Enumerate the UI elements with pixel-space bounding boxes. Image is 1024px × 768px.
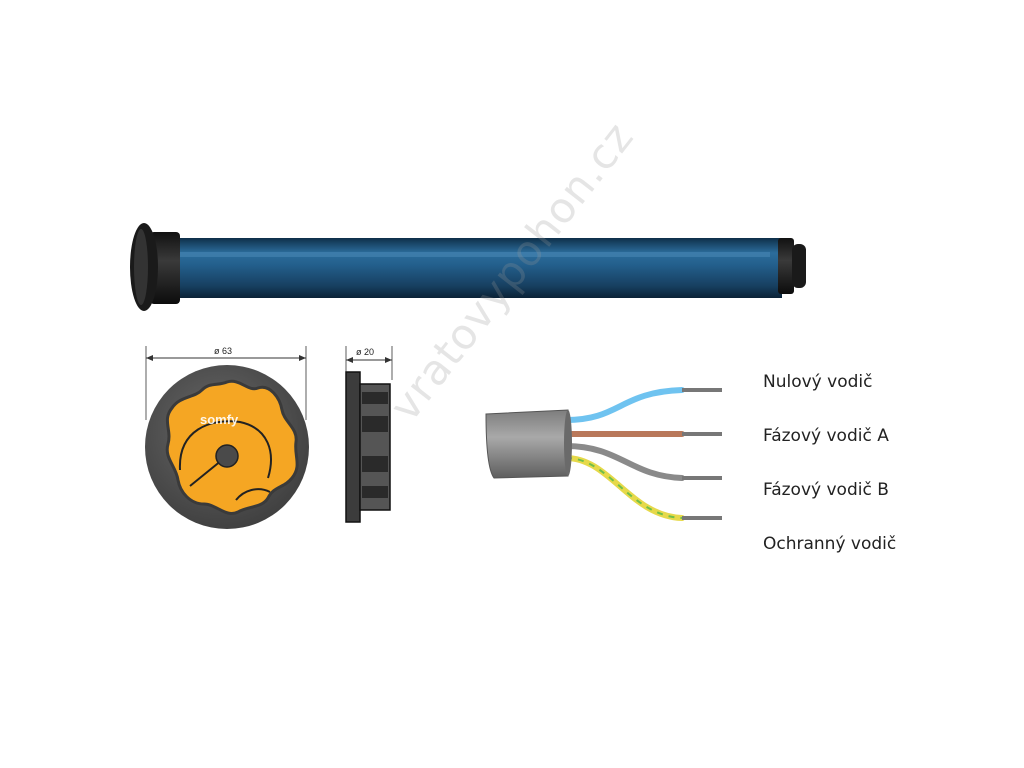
motor-tube-highlight	[180, 252, 770, 257]
head-shaft-slot	[189, 459, 223, 487]
side-rib-1	[362, 392, 388, 404]
wire-blue	[563, 387, 685, 423]
diameter-label: ø 63	[214, 346, 232, 356]
dim-arrow-side-right	[385, 357, 392, 363]
wire-label-neutral: Nulový vodič	[763, 372, 873, 392]
head-lower-notch	[235, 488, 271, 501]
head-front-view: ø 63 somfy	[145, 346, 309, 529]
brand-logo: somfy	[200, 412, 239, 427]
wire-yellow-green	[563, 455, 685, 521]
head-inner-swirl	[178, 420, 272, 479]
tubular-motor	[130, 223, 806, 311]
dim-arrow-left	[146, 355, 153, 361]
wire-label-phase-a: Fázový vodič A	[763, 426, 889, 446]
motor-end-plug	[792, 244, 806, 288]
side-rib-4	[362, 486, 388, 498]
wire-yellow-green-stripe	[565, 457, 683, 519]
side-rib-2	[362, 416, 388, 432]
wire-grey	[563, 443, 685, 481]
cable-sheath	[485, 409, 569, 479]
motor-head-flange-rim	[134, 229, 148, 305]
head-side-view: ø 20	[345, 346, 393, 523]
dim-arrow-side-left	[346, 357, 353, 363]
cable-diagram	[485, 387, 722, 521]
motor-end-cap	[778, 238, 794, 294]
motor-collar	[150, 232, 180, 304]
side-rib-3	[362, 456, 388, 472]
head-shaft-hole	[215, 444, 239, 468]
side-flange	[345, 371, 361, 523]
dim-arrow-right	[299, 355, 306, 361]
wire-label-phase-b: Fázový vodič B	[763, 480, 889, 500]
depth-label: ø 20	[356, 347, 374, 357]
motor-tube	[170, 238, 782, 298]
cable-end	[564, 410, 572, 476]
wire-label-earth: Ochranný vodič	[763, 534, 897, 554]
